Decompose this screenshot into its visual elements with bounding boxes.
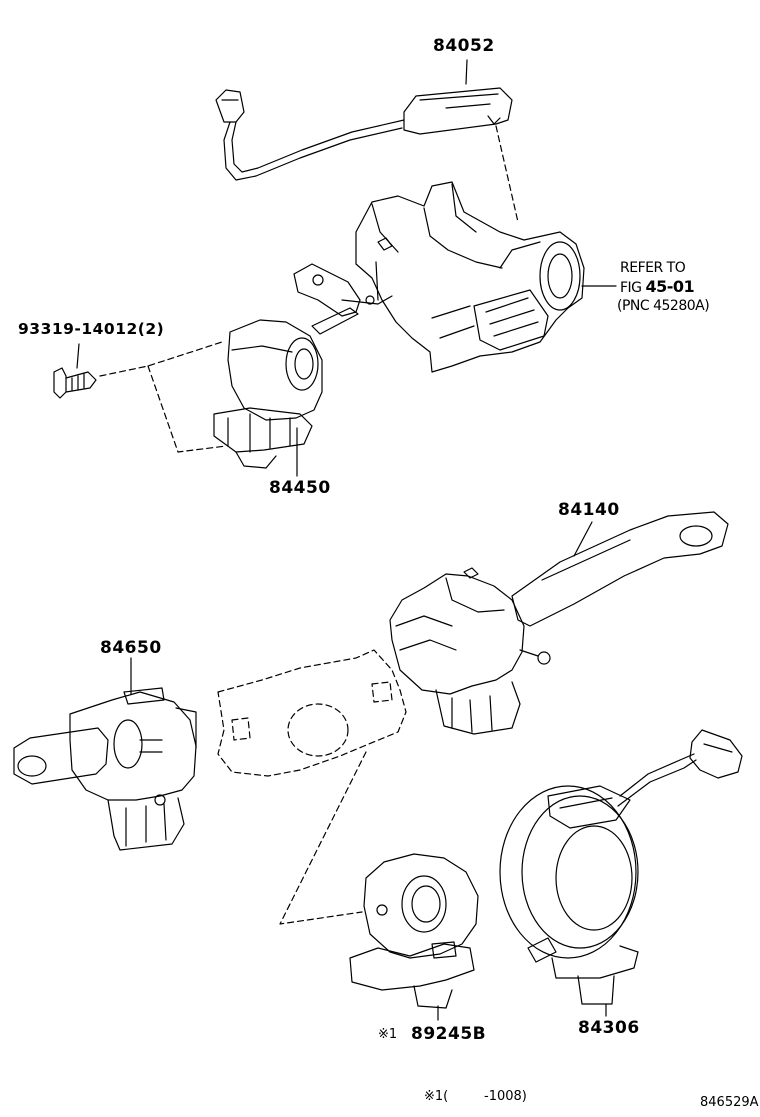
marker-note-1: ※1: [378, 1027, 398, 1042]
leader-93319: [77, 344, 79, 368]
leader-84140: [574, 522, 592, 556]
ref-fig-prefix: FIG: [620, 280, 642, 296]
part-93319-screw: [54, 368, 96, 398]
ref-line-3: (PNC 45280A): [617, 298, 710, 314]
dash-84052-lock: [496, 126, 518, 222]
part-84450-ignition-switch: [214, 320, 322, 468]
part-89245B-steering-sensor: [350, 854, 478, 1008]
combination-switch-base-plate: [218, 650, 406, 776]
ref-fig-number: 45-01: [645, 277, 695, 296]
ref-line-2: FIG 45-01: [620, 277, 695, 296]
label-84052: 84052: [433, 36, 495, 56]
label-84450: 84450: [269, 478, 331, 498]
label-89245B: 89245B: [411, 1024, 487, 1044]
diagram-code: 846529A: [700, 1095, 759, 1110]
label-84306: 84306: [578, 1018, 640, 1038]
part-84650-headlamp-switch: [14, 688, 196, 850]
steering-lock-assembly: [356, 182, 584, 372]
ref-line-1: REFER TO: [620, 260, 686, 276]
footnote-marker: ※1(: [424, 1089, 449, 1104]
label-84140: 84140: [558, 500, 620, 520]
dash-spiral-cable-sensor: [280, 752, 366, 924]
label-93319-14012: 93319-14012(2): [18, 320, 165, 338]
part-84140-wiper-switch: [390, 512, 728, 734]
link-lever-arm: [294, 264, 392, 334]
part-84052-wire-harness: [216, 88, 512, 180]
dash-screw-upper: [100, 342, 222, 376]
label-84650: 84650: [100, 638, 162, 658]
footnote-range: -1008): [484, 1089, 527, 1104]
leader-84052: [466, 60, 467, 84]
dash-screw-lower: [148, 366, 226, 452]
part-84306-spiral-cable: [500, 730, 742, 1004]
